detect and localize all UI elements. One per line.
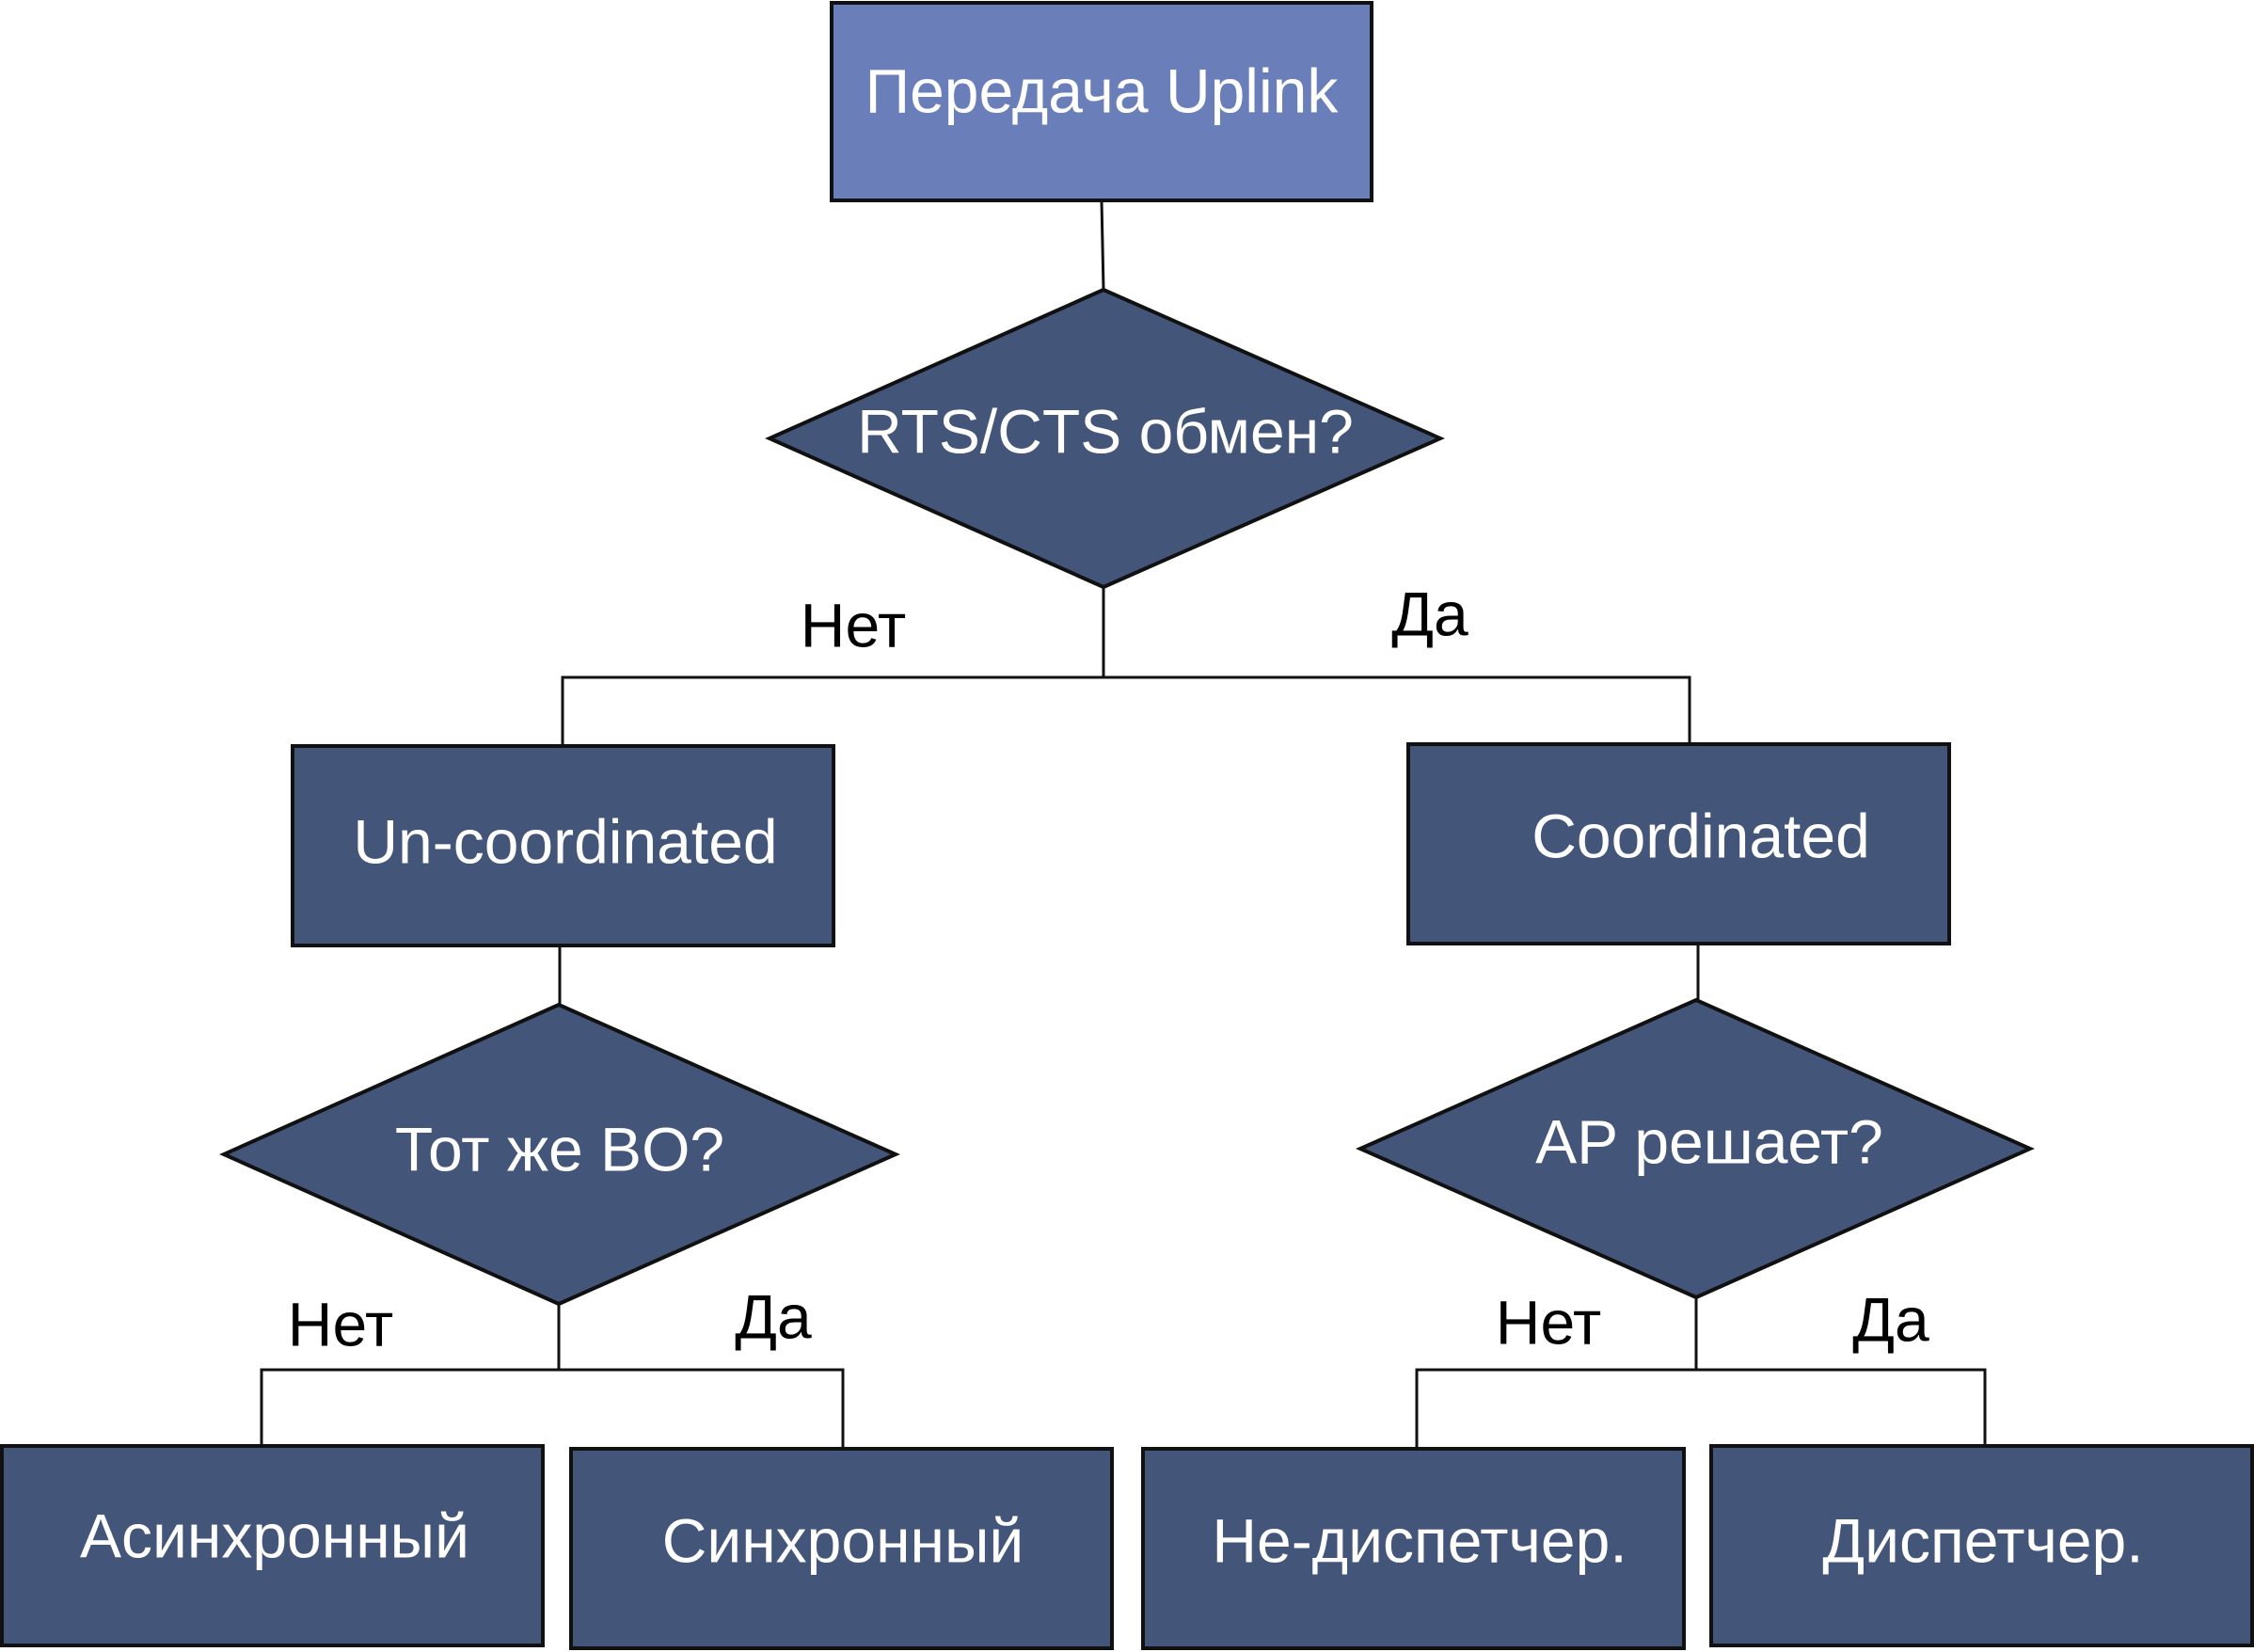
coordinated-label: Coordinated [1532,801,1870,870]
decision-rts-cts [765,287,1445,590]
uncoordinated-node [291,744,835,947]
edge-label-bo-yes: Да [735,1281,812,1351]
connector-root-to-rts [1100,199,1105,291]
sync-label: Синхронный [662,1505,1024,1575]
dispatch-label: Диспетчер. [1822,1505,2143,1575]
edge-labels: Нет Да Нет Да Нет Да [288,579,1929,1358]
uncoordinated-label: Un-coordinated [353,806,777,876]
connector-ap-split [1415,1368,1987,1449]
decision-ap-decides [1356,997,2035,1300]
edge-label-ap-yes: Да [1852,1284,1929,1354]
edge-label-rts-no: Нет [801,590,906,659]
root-label: Передача Uplink [865,56,1340,125]
edge-label-ap-no: Нет [1496,1287,1601,1357]
root-node [830,1,1373,202]
connector-bo-split [260,1368,845,1449]
connector-rts-split [561,675,1691,746]
async-node [0,1444,545,1647]
async-label: Асинхронный [80,1501,469,1570]
node-labels: Передача Uplink RTS/CTS обмен? Un-coordi… [80,56,2144,1575]
rts-cts-label: RTS/CTS обмен? [857,396,1354,466]
sync-node [569,1447,1114,1650]
non-dispatch-node [1141,1447,1686,1650]
dispatch-node [1709,1444,2254,1647]
same-bo-label: Тот же BO? [395,1114,724,1183]
decision-same-bo [219,1002,900,1307]
edge-label-bo-no: Нет [288,1289,393,1358]
connectors [260,199,1987,1449]
edge-label-rts-yes: Да [1391,579,1468,648]
coordinated-node [1406,742,1951,945]
ap-decides-label: AP решает? [1535,1106,1883,1176]
non-dispatch-label: Не-диспетчер. [1212,1505,1627,1575]
